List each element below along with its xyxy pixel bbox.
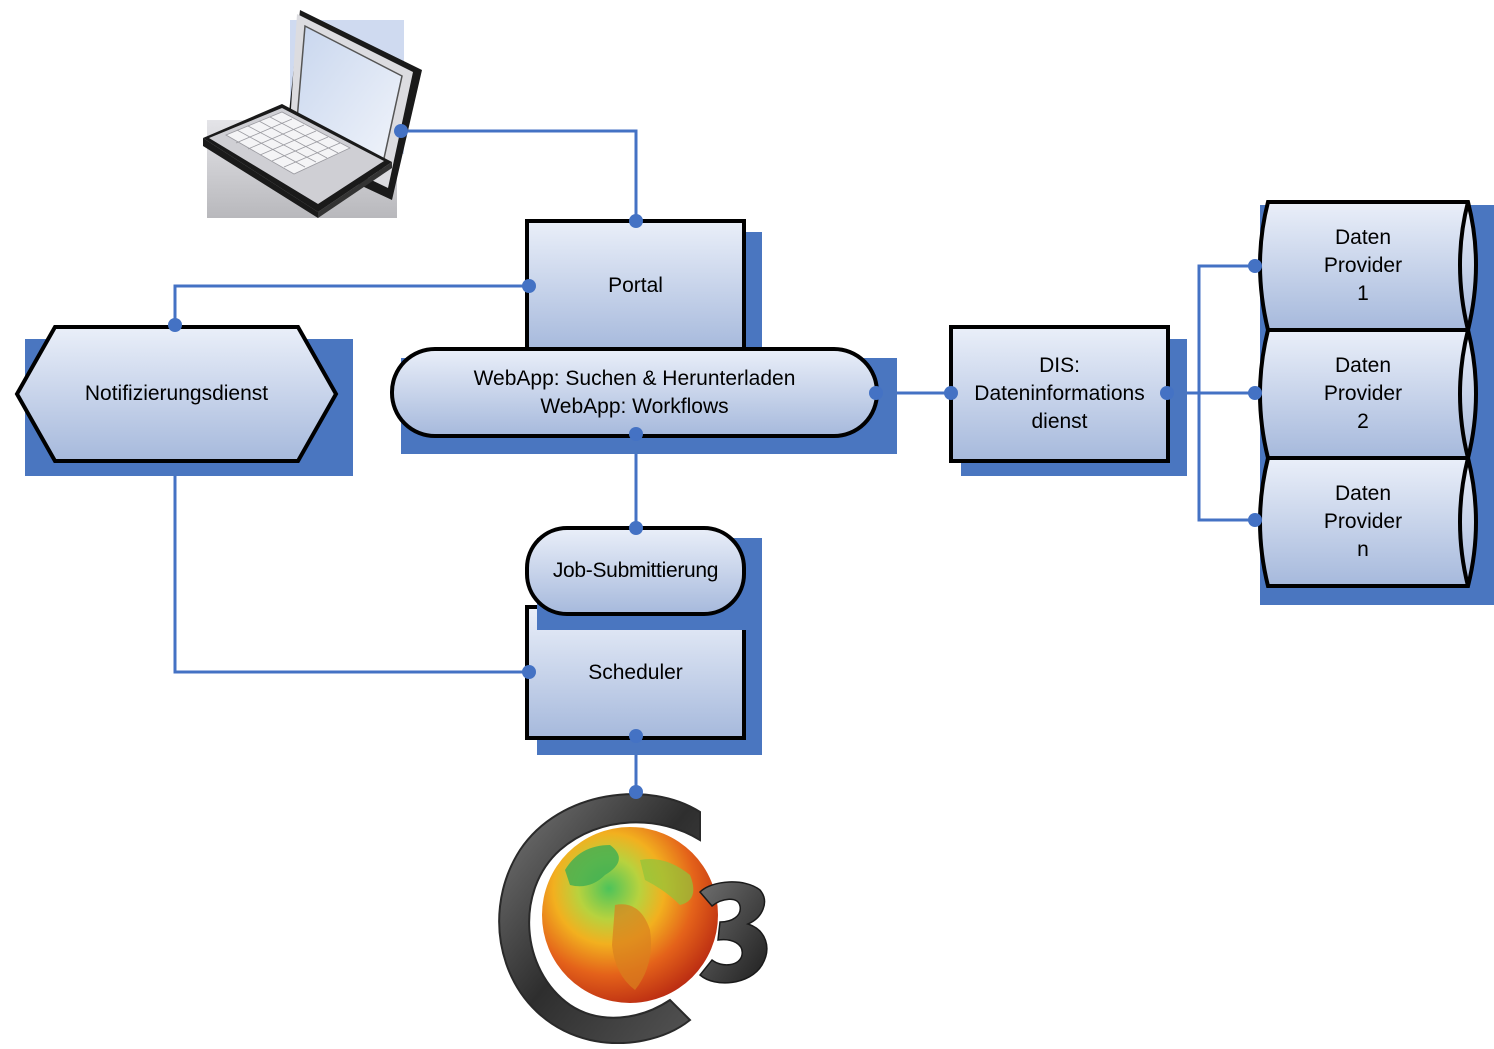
c3-globe-logo <box>498 793 768 1045</box>
notification-node[interactable] <box>14 325 353 476</box>
connector-dot <box>629 729 643 743</box>
connector-dot <box>522 665 536 679</box>
connector-dot <box>1248 513 1262 527</box>
portal-node[interactable] <box>525 219 762 357</box>
connector-dot <box>1160 386 1174 400</box>
connector-dot <box>522 279 536 293</box>
provider-stack <box>1258 200 1494 605</box>
connector-laptop-portal <box>401 129 638 221</box>
scheduler-label: Scheduler <box>588 660 683 684</box>
job-submission-node[interactable] <box>525 526 762 630</box>
connector-dot <box>629 214 643 228</box>
laptop-icon <box>203 10 422 218</box>
dis-label: DIS: Dateninformations dienst <box>974 354 1145 433</box>
webapp-node[interactable] <box>390 347 897 454</box>
provider-n-label: Daten Provider n <box>1323 482 1403 561</box>
connector-dot <box>944 386 958 400</box>
connector-dot <box>1248 259 1262 273</box>
portal-label: Portal <box>608 274 663 297</box>
connector-dot <box>394 124 408 138</box>
connector-dot <box>869 386 883 400</box>
connector-portal-notification <box>173 284 529 325</box>
connector-providers-bus <box>1197 264 1255 522</box>
connector-dot <box>629 521 643 535</box>
connector-notification-scheduler <box>173 475 529 674</box>
provider-n-node[interactable] <box>1258 456 1478 588</box>
webapp-label: WebApp: Suchen & Herunterladen WebApp: W… <box>473 366 796 418</box>
provider-2-label: Daten Provider 2 <box>1323 354 1403 433</box>
connector-dot <box>629 427 643 441</box>
job-submission-label: Job-Submittierung <box>552 559 719 582</box>
connector-dot <box>1248 386 1262 400</box>
provider-1-label: Daten Provider 1 <box>1323 226 1403 305</box>
connector-dots <box>168 124 1262 799</box>
notification-label: Notifizierungsdienst <box>84 382 269 405</box>
connector-dot <box>168 318 182 332</box>
connector-dot <box>629 785 643 799</box>
